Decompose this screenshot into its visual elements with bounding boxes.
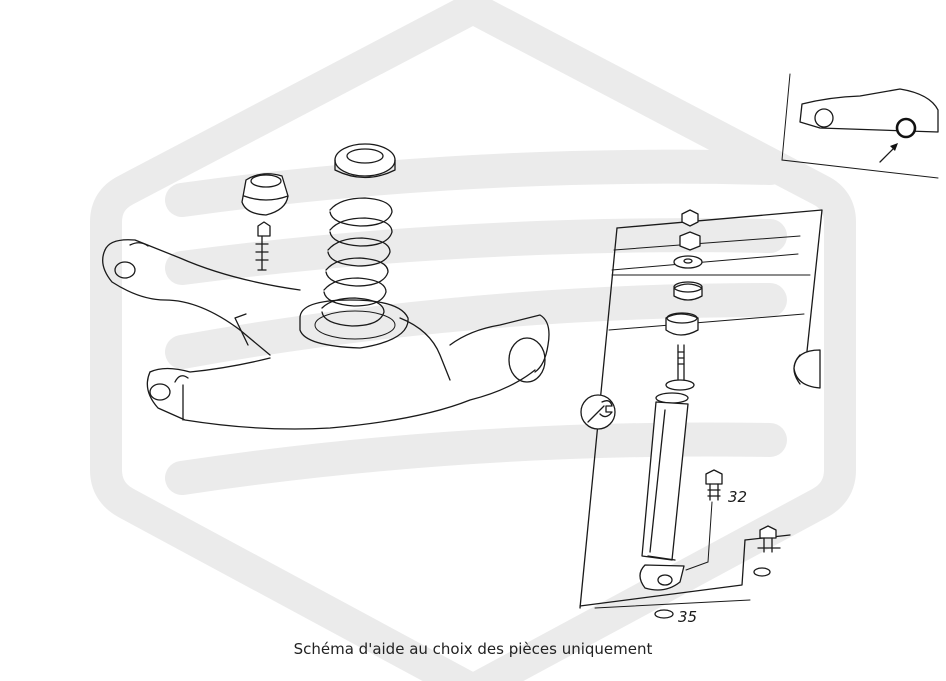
washer-35: 35 (654, 608, 697, 626)
diagram-caption: Schéma d'aide au choix des pièces unique… (293, 640, 653, 658)
coil-spring (321, 143, 396, 327)
shock-absorber (639, 344, 695, 591)
bump-stop (241, 173, 289, 271)
car-locator-icon (781, 73, 939, 179)
bolt-32: 32 (685, 469, 747, 571)
callout-35: 35 (678, 608, 697, 626)
lower-bolt (753, 525, 781, 577)
callout-32: 32 (728, 488, 747, 506)
wrench-icon (580, 394, 616, 430)
shock-absorber-panel (579, 209, 823, 609)
hexagon-logo-watermark-icon (90, 0, 856, 681)
top-mount-stack (665, 209, 703, 336)
control-arm (102, 239, 550, 430)
